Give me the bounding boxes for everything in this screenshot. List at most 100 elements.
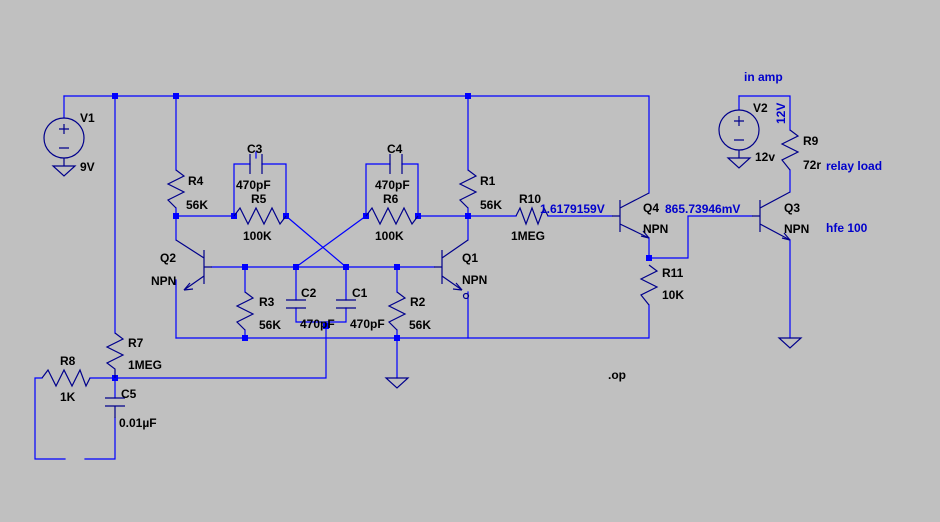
r9-resistor-symbol[interactable] [780, 129, 800, 171]
q3-ref-label: Q3 [784, 201, 800, 215]
c1-value-label: 470pF [350, 317, 385, 331]
c2-capacitor-symbol[interactable] [286, 299, 306, 309]
c4-capacitor-symbol[interactable] [389, 154, 403, 174]
c3-ref-label: C3 [247, 142, 263, 156]
r5-ref-label: R5 [251, 192, 267, 206]
r8-value-label: 1K [60, 390, 76, 404]
q2-transistor-symbol[interactable] [175, 239, 212, 291]
r3-resistor-symbol[interactable] [235, 291, 255, 331]
v2-source-symbol[interactable] [718, 109, 760, 169]
q2-ref-label: Q2 [160, 251, 176, 265]
c5-ref-label: C5 [121, 387, 137, 401]
r11-ref-label: R11 [662, 266, 684, 280]
c4-ref-label: C4 [387, 142, 403, 156]
wire-c5-bottom [84, 417, 116, 460]
r2-resistor-symbol[interactable] [387, 291, 407, 331]
wire-cross-a [285, 215, 347, 268]
junction-dot [242, 264, 248, 270]
wire-c2-bottom [295, 307, 327, 323]
junction-dot [465, 93, 471, 99]
wire-r8-left [34, 377, 66, 460]
junction-dot [173, 93, 179, 99]
q2-value-label: NPN [151, 274, 176, 288]
c3-capacitor-symbol[interactable] [249, 154, 263, 174]
c4-value-label: 470pF [375, 178, 410, 192]
r10-value-label: 1MEG [511, 229, 545, 243]
v1-ref-label: V1 [80, 111, 95, 125]
r1-value-label: 56K [480, 198, 502, 212]
junction-dot [173, 213, 179, 219]
v1-value-label: 9V [80, 160, 95, 174]
r7-ref-label: R7 [128, 336, 144, 350]
junction-dot [394, 264, 400, 270]
in-amp-label: in amp [744, 70, 783, 84]
q1-ref-label: Q1 [462, 251, 478, 265]
r6-ref-label: R6 [383, 192, 399, 206]
r11-resistor-symbol[interactable] [639, 264, 659, 306]
relay-load-label: relay load [826, 159, 882, 173]
annotations: in amp 12V relay load hfe 100 1.6179159V… [540, 70, 882, 235]
q1-value-label: NPN [462, 273, 487, 287]
op-directive[interactable]: .op [608, 368, 626, 382]
q3-base-voltage-readout: 865.73946mV [665, 202, 740, 216]
r6-resistor-symbol[interactable] [365, 206, 419, 226]
v2-value-label: 12v [755, 150, 775, 164]
c5-value-label: 0.01µF [119, 416, 157, 430]
r1-ref-label: R1 [480, 174, 496, 188]
r8-ref-label: R8 [60, 354, 76, 368]
r8-resistor-symbol[interactable] [41, 368, 91, 388]
c1-ref-label: C1 [352, 286, 368, 300]
wire-c1-bottom [325, 307, 347, 323]
wire-cross-b [295, 215, 367, 268]
wire-v2-top [738, 95, 791, 131]
r4-resistor-symbol[interactable] [166, 169, 186, 209]
c1-capacitor-symbol[interactable] [336, 299, 356, 309]
wire-top-rail [63, 95, 650, 194]
r2-ref-label: R2 [410, 295, 426, 309]
ground-main-symbol [384, 377, 410, 389]
r1-resistor-symbol[interactable] [458, 169, 478, 209]
junction-dot [323, 323, 329, 329]
r7-value-label: 1MEG [128, 358, 162, 372]
r3-value-label: 56K [259, 318, 281, 332]
r6-value-label: 100K [375, 229, 404, 243]
wire-q4-to-q3 [648, 215, 753, 259]
r3-ref-label: R3 [259, 295, 275, 309]
junction-dot [343, 264, 349, 270]
r10-resistor-symbol[interactable] [515, 206, 549, 226]
v1-source-symbol[interactable] [43, 117, 85, 177]
wires [34, 95, 791, 460]
c2-ref-label: C2 [301, 286, 317, 300]
q4-ref-label: Q4 [643, 201, 659, 215]
c5-capacitor-symbol[interactable] [105, 397, 125, 418]
r10-ref-label: R10 [519, 192, 541, 206]
r5-value-label: 100K [243, 229, 272, 243]
r9-value-label: 72r [803, 158, 821, 172]
q3-value-label: NPN [784, 222, 809, 236]
component-labels: V1 9V V2 12v R4 56K C3 470pF R5 100K C4 … [60, 101, 821, 430]
wire-c3-bracket [233, 163, 287, 217]
wire-bottom-bus [175, 304, 650, 339]
r5-resistor-symbol[interactable] [233, 206, 287, 226]
junction-dot [465, 213, 471, 219]
r2-value-label: 56K [409, 318, 431, 332]
q4-value-label: NPN [643, 222, 668, 236]
junction-dot [646, 255, 652, 261]
q3-transistor-symbol[interactable] [752, 191, 791, 241]
junction-dot [242, 335, 248, 341]
ground-q3-symbol [777, 337, 803, 349]
r4-ref-label: R4 [188, 174, 204, 188]
junction-dot [394, 335, 400, 341]
wire-c4-bracket [365, 163, 419, 217]
wire-c5-net [114, 321, 327, 379]
r11-value-label: 10K [662, 288, 684, 302]
q4-transistor-symbol[interactable] [612, 192, 650, 239]
r4-value-label: 56K [186, 198, 208, 212]
r7-resistor-symbol[interactable] [105, 332, 125, 378]
q1-transistor-symbol[interactable] [434, 239, 470, 300]
q4-base-voltage-readout: 1.6179159V [540, 202, 605, 216]
v2-voltage-annotation: 12V [774, 103, 788, 124]
v2-ref-label: V2 [753, 101, 768, 115]
junction-dot [293, 264, 299, 270]
